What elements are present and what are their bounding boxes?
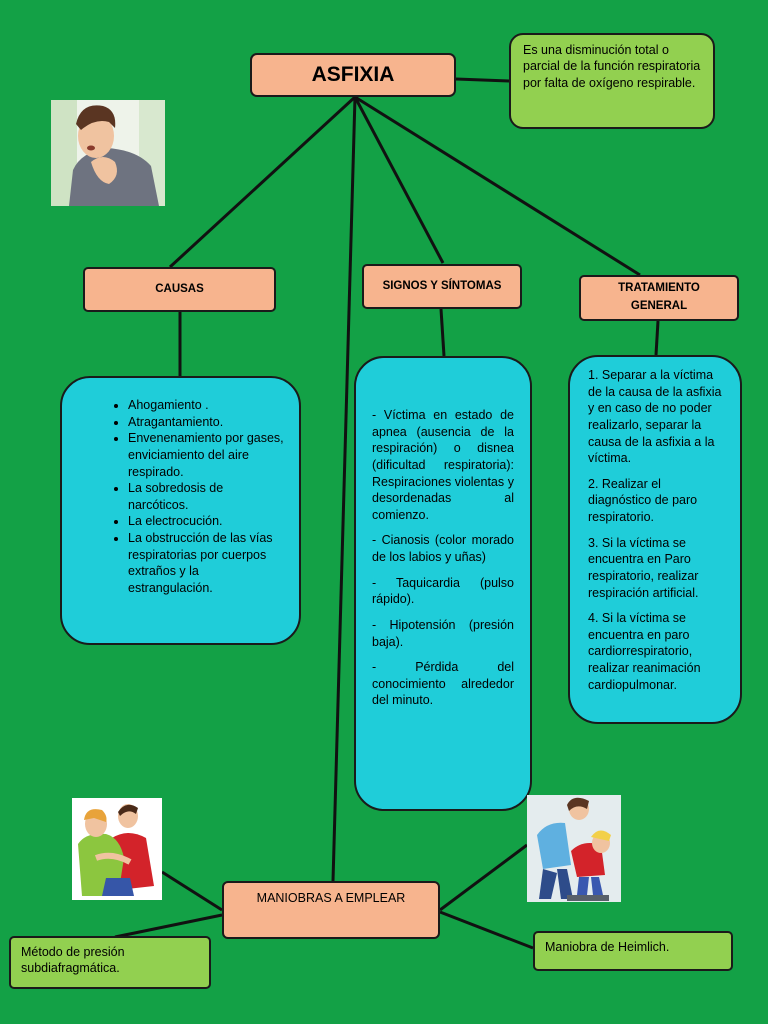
heimlich-child-icon	[527, 795, 621, 902]
connector-title-treatment	[354, 95, 641, 277]
causes-header: CAUSAS	[83, 267, 276, 312]
maneuver-right-box: Maniobra de Heimlich.	[533, 931, 733, 971]
maneuver-left-text: Método de presión subdiafragmática.	[21, 945, 125, 976]
choking-person-icon	[51, 100, 165, 206]
causes-header-text: CAUSAS	[155, 282, 204, 295]
treatment-item: 3. Si la víctima se encuentra en Paro re…	[588, 535, 699, 600]
signs-item: - Hipotensión (presión baja).	[372, 617, 514, 649]
maneuver-left-box: Método de presión subdiafragmática.	[9, 936, 211, 989]
treatment-panel: 1. Separar a la víctima de la causa de l…	[568, 355, 742, 724]
maneuver-right-text: Maniobra de Heimlich.	[545, 940, 670, 954]
connector-signs-panel	[439, 308, 446, 357]
connector-maneuvers-left	[114, 913, 223, 939]
abdominal-thrust-illustration	[72, 798, 162, 900]
title-box: ASFIXIA	[250, 53, 456, 97]
connector-title-signs	[353, 96, 445, 264]
causes-item: Ahogamiento .	[128, 397, 287, 414]
connector-title-definition	[455, 77, 510, 83]
causes-item: La sobredosis de narcóticos.	[128, 480, 287, 513]
signs-item: - Taquicardia (pulso rápido).	[372, 575, 514, 607]
signs-header-text: SIGNOS Y SÍNTOMAS	[382, 279, 502, 292]
choking-person-illustration	[51, 100, 165, 206]
connector-maneuvers-right	[439, 910, 534, 950]
causes-item: Envenenamiento por gases, enviciamiento …	[128, 430, 287, 480]
maneuvers-header: MANIOBRAS A EMPLEAR	[222, 881, 440, 939]
connector-maneuvers-image-left	[161, 870, 223, 912]
treatment-header: TRATAMIENTO GENERAL	[579, 275, 739, 321]
causes-item: La obstrucción de las vías respiratorias…	[128, 530, 287, 597]
connector-maneuvers-image-right	[439, 843, 528, 912]
definition-box: Es una disminución total o parcial de la…	[509, 33, 715, 129]
signs-item: - Cianosis (color morado de los labios y…	[372, 533, 514, 564]
causes-item: Atragantamiento.	[128, 414, 287, 431]
signs-header: SIGNOS Y SÍNTOMAS	[362, 264, 522, 309]
maneuvers-header-text: MANIOBRAS A EMPLEAR	[256, 891, 406, 905]
treatment-header-line2: GENERAL	[630, 300, 688, 312]
treatment-item: 4. Si la víctima se encuentra en paro ca…	[588, 611, 701, 692]
causes-panel: Ahogamiento . Atragantamiento. Envenenam…	[60, 376, 301, 645]
title-text: ASFIXIA	[311, 63, 395, 86]
definition-text: Es una disminución total o parcial de la…	[523, 43, 701, 90]
signs-item: - Víctima en estado de apnea (ausencia d…	[372, 408, 514, 522]
treatment-item: 2. Realizar el diagnóstico de paro respi…	[588, 476, 698, 524]
causes-item: La electrocución.	[128, 513, 287, 530]
heimlich-child-illustration	[527, 795, 621, 902]
signs-panel: - Víctima en estado de apnea (ausencia d…	[354, 356, 532, 811]
connector-treatment-panel	[654, 320, 660, 356]
connector-title-maneuvers	[331, 96, 357, 882]
treatment-item: 1. Separar a la víctima de la causa de l…	[588, 368, 722, 466]
connector-title-causes	[168, 95, 357, 269]
signs-item: - Pérdida del conocimiento alrededor del…	[372, 660, 514, 708]
treatment-header-line1: TRATAMIENTO	[618, 282, 700, 295]
abdominal-thrust-icon	[72, 798, 162, 900]
causes-list: Ahogamiento . Atragantamiento. Envenenam…	[108, 397, 287, 597]
